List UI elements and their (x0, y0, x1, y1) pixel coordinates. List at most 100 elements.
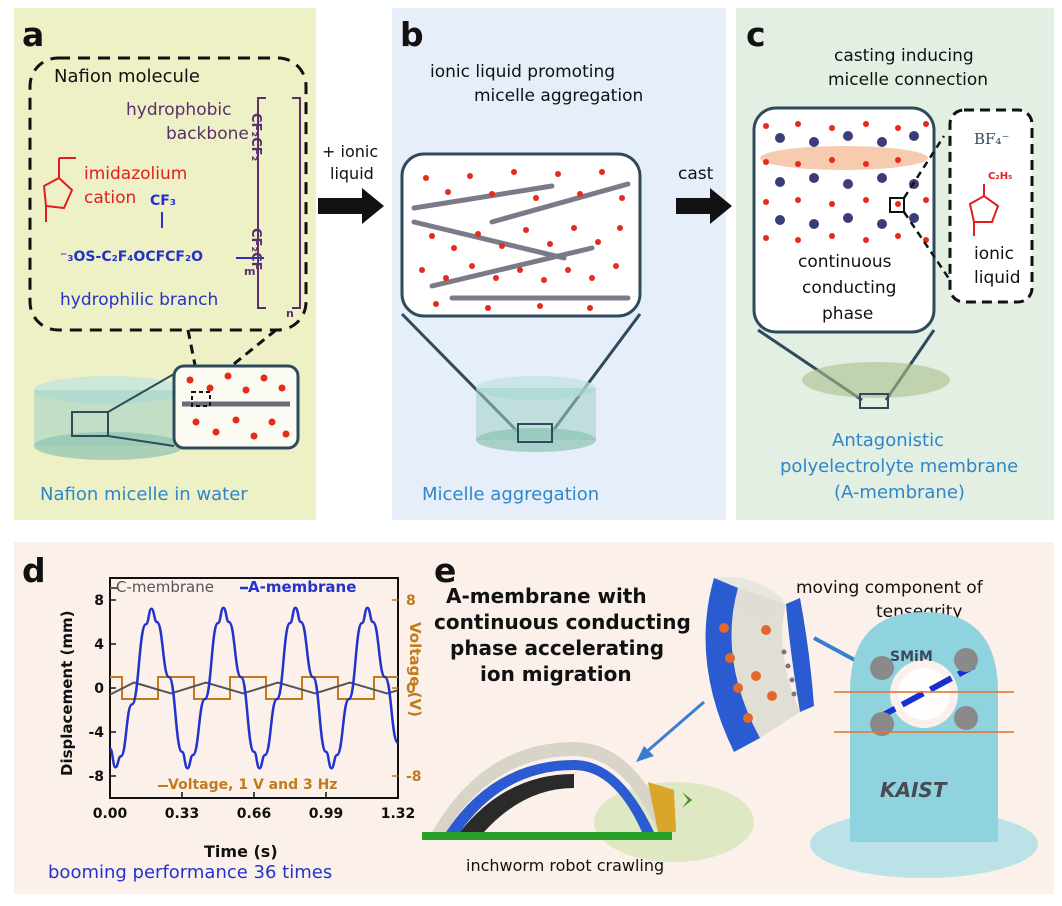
panel-b: b ionic liquid promoting micelle aggrega… (392, 8, 726, 520)
voltage-1-v-and-3-hz-series-line (110, 676, 398, 700)
legend-c-membrane: C-membrane (116, 578, 214, 596)
il-zoom-region (889, 197, 905, 213)
panel-e-letter: e (434, 551, 457, 590)
hydrophobic-label-2: backbone (166, 124, 249, 144)
beaker-zoom-line-bottom (107, 435, 175, 447)
y-tick-label: 8 (94, 593, 104, 609)
micelle-zoom-box (172, 364, 300, 450)
y-tick-label: 0 (94, 681, 104, 697)
ionic-liquid-box (948, 108, 1034, 304)
headline-3: phase accelerating (450, 636, 665, 660)
il-zoom-line-top (902, 135, 946, 199)
hydrophilic-branch-label: hydrophilic branch (60, 290, 219, 310)
panel-a: a Nafion mol (14, 8, 316, 520)
beaker-zoom-region (71, 411, 109, 437)
panel-c-illustration (752, 106, 1034, 409)
x-tick-label: 0.00 (93, 806, 128, 822)
headline-2: continuous conducting (434, 610, 691, 634)
anion-label: BF₄⁻ (974, 130, 1010, 148)
panel-b-caption: Micelle aggregation (422, 484, 600, 505)
branch-formula: ⁻₃OS-C₂F₄OCFCF₂O (60, 249, 204, 265)
tensegrity-label-1: moving component of (796, 578, 983, 598)
panel-b-letter: b (400, 15, 424, 54)
membrane-section-icon (705, 576, 814, 752)
zoom-line-left (186, 329, 200, 381)
robot-caption: inchworm robot crawling (466, 856, 665, 875)
hydrophobic-label-1: hydrophobic (126, 100, 232, 120)
panel-a-illustration (28, 56, 308, 460)
panel-c: c casting inducing micelle connection BF… (736, 8, 1054, 520)
x-tick-label: 0.33 (165, 806, 200, 822)
panel-d-letter: d (22, 551, 46, 590)
ionic-liquid-ions (763, 121, 929, 243)
panel-e-illustration (422, 576, 1038, 878)
smim-logo: SMiM (890, 649, 933, 665)
cation-label-1: imidazolium (84, 164, 188, 184)
membrane-zoom-region (859, 393, 889, 409)
panel-c-letter: c (746, 15, 766, 54)
nafion-molecule-title: Nafion molecule (54, 66, 200, 87)
ionic-liquid-label-2: liquid (974, 268, 1021, 288)
headline-1: A-membrane with (446, 584, 647, 608)
backbone-brackets (257, 97, 301, 309)
beaker-zoom-line-top (107, 373, 175, 413)
imidazolium-ring-icon (968, 184, 1000, 236)
y2-tick-label: 0 (406, 681, 416, 697)
x-tick-label: 1.32 (381, 806, 416, 822)
beaker-zoom-region (517, 423, 553, 443)
panel-c-caption-3: (A-membrane) (834, 482, 965, 503)
counterion-cloud (419, 169, 625, 311)
panel-a-letter: a (22, 15, 45, 54)
panel-c-title-1: casting inducing (834, 46, 974, 66)
arrow-to-robot (643, 700, 705, 756)
aggregation-zoom-box (400, 152, 642, 318)
imidazolium-ring-icon (42, 157, 76, 222)
membrane-disc (802, 362, 950, 398)
panel-c-caption-2: polyelectrolyte membrane (780, 456, 1019, 477)
subscript-m: m (244, 265, 256, 278)
y-tick-label: -8 (88, 769, 104, 785)
subscript-n: n (286, 307, 294, 320)
beaker-icon (34, 376, 184, 460)
panel-a-caption: Nafion micelle in water (40, 484, 248, 505)
ionic-liquid-label-1: ionic (974, 244, 1014, 264)
y-tick-label: -4 (88, 725, 104, 741)
molecule-zoom-region (191, 391, 211, 407)
legend-voltage: Voltage, 1 V and 3 Hz (168, 777, 338, 793)
panel-c-caption-1: Antagonistic (832, 430, 944, 451)
nafion-molecule-box (28, 56, 308, 332)
aggregated-chains (411, 181, 631, 301)
x-axis-label: Time (s) (204, 842, 278, 861)
y-tick-label: 4 (94, 637, 104, 653)
micelle-counterions (186, 372, 290, 440)
panel-b-illustration (400, 152, 642, 452)
arrow-ab-icon (318, 188, 384, 224)
kaist-logo: KAIST (880, 778, 947, 802)
ethyl-label: C₂H₅ (988, 171, 1013, 182)
headline-4: ion migration (480, 662, 632, 686)
x-tick-label: 0.99 (309, 806, 344, 822)
cf3-label: CF₃ (150, 193, 176, 209)
phase-label-3: phase (822, 304, 874, 324)
conducting-channel (760, 146, 928, 170)
c-membrane-series-line (109, 681, 399, 696)
legend-a-membrane: A-membrane (248, 578, 357, 596)
arrow-to-robot-head (636, 746, 654, 762)
arrow-ab-label-2: liquid (330, 164, 374, 183)
panel-c-title-2: micelle connection (828, 70, 989, 90)
y2-tick-label: 8 (406, 593, 416, 609)
cation-label-2: cation (84, 188, 137, 208)
phase-label-1: continuous (798, 252, 892, 272)
x-tick-label: 0.66 (237, 806, 272, 822)
arrow-bc-label: cast (678, 164, 714, 184)
inchworm-robot-icon (422, 742, 754, 862)
panel-b-title-1: ionic liquid promoting (430, 62, 616, 82)
panel-b-title-2: micelle aggregation (474, 86, 644, 106)
panel-d-caption: booming performance 36 times (48, 862, 333, 883)
phase-label-2: conducting (802, 278, 897, 298)
arrow-ab-label-1: + ionic (322, 142, 379, 161)
beaker-base (476, 428, 596, 452)
il-zoom-line-bottom (902, 211, 956, 287)
